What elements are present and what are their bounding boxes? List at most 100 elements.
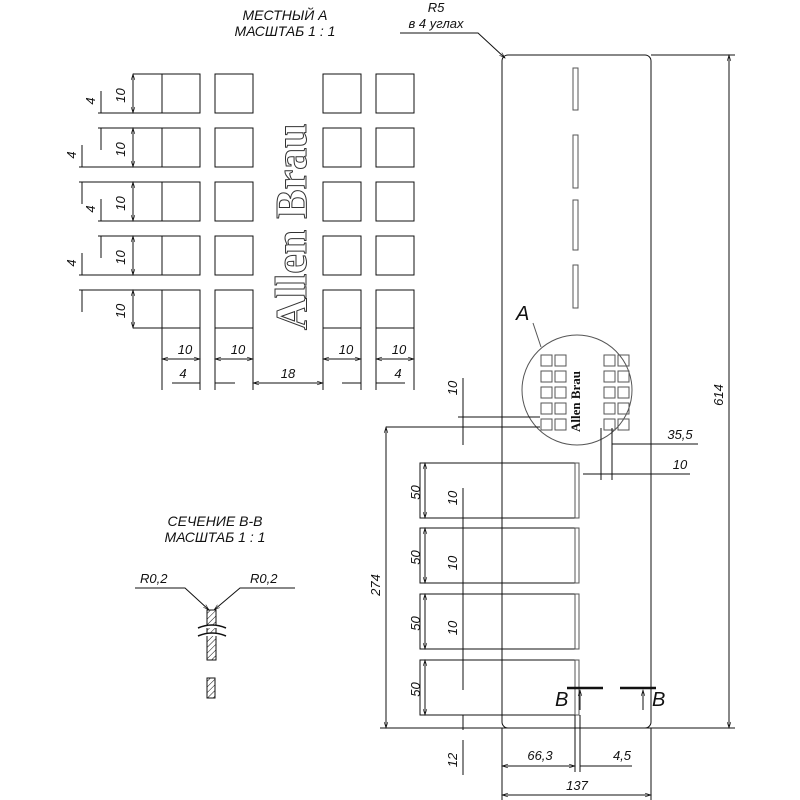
detail-a-callout-circle bbox=[521, 334, 633, 446]
mini-square bbox=[540, 386, 553, 399]
detail-a: МЕСТНЫЙ А МАСШТАБ 1 : 1 Allen Brau 10 10 1… bbox=[64, 6, 414, 390]
cutout-edge bbox=[574, 462, 580, 519]
vertical-slot bbox=[572, 264, 579, 309]
grid-square bbox=[322, 235, 362, 276]
dim-label-grid-width: 10 bbox=[673, 457, 688, 472]
dim-label-left-offset: 66,3 bbox=[527, 748, 553, 763]
dim-label-row-height: 10 bbox=[113, 196, 128, 211]
dim-label-top-gap: 10 bbox=[445, 380, 460, 395]
grid-square bbox=[214, 289, 254, 329]
extension-line bbox=[600, 428, 613, 480]
grid-square bbox=[375, 235, 415, 276]
dim-label-slot-height: 50 bbox=[408, 485, 423, 500]
cutout-rect bbox=[419, 593, 580, 650]
dim-label-center-gap: 18 bbox=[281, 366, 296, 381]
mini-square bbox=[540, 370, 553, 383]
corner-leader bbox=[400, 32, 505, 58]
leader-left bbox=[135, 587, 209, 610]
dim-label-row-height: 10 bbox=[113, 250, 128, 265]
callout-leader bbox=[532, 322, 542, 348]
mini-square bbox=[540, 418, 553, 431]
mini-brand-text: Allen Brau bbox=[568, 371, 583, 432]
grid-square bbox=[161, 181, 201, 222]
plate-view: R5 в 4 углах Allen Brau A B B 5050505010… bbox=[368, 0, 735, 800]
section-mark-left: B bbox=[555, 689, 568, 711]
dim-label-width: 137 bbox=[566, 778, 588, 793]
plate-slots bbox=[572, 67, 579, 309]
dim-label-row-gap: 4 bbox=[83, 97, 98, 104]
mini-square bbox=[603, 386, 616, 399]
mini-square bbox=[603, 370, 616, 383]
grid-square bbox=[214, 127, 254, 168]
cutout-rect bbox=[419, 462, 580, 519]
extension-line bbox=[380, 54, 735, 729]
cutout-rect bbox=[419, 527, 580, 584]
mini-square bbox=[540, 354, 553, 367]
dim-label-col-width: 10 bbox=[392, 342, 407, 357]
section-scale: МАСШТАБ 1 : 1 bbox=[165, 529, 266, 545]
dim-label-slot-gap: 10 bbox=[445, 555, 460, 570]
mini-square bbox=[554, 386, 567, 399]
extension-line bbox=[98, 112, 133, 129]
grid-square bbox=[214, 235, 254, 276]
dim-label-col-gap-left: 4 bbox=[179, 366, 186, 381]
mini-square bbox=[554, 354, 567, 367]
section-profile-small bbox=[206, 677, 216, 699]
dim-label-row-gap: 4 bbox=[83, 205, 98, 212]
grid-square bbox=[161, 127, 201, 168]
dim-label-slot-height: 50 bbox=[408, 616, 423, 631]
radius-right-label: R0,2 bbox=[250, 571, 278, 586]
extension-line bbox=[79, 274, 133, 291]
mini-square bbox=[554, 402, 567, 415]
extension-line bbox=[133, 235, 162, 276]
mini-square bbox=[617, 386, 630, 399]
extension-line bbox=[79, 166, 133, 183]
brand-logo-text: Allen Brau bbox=[267, 123, 316, 330]
mini-square bbox=[554, 370, 567, 383]
mini-square bbox=[540, 402, 553, 415]
detail-a-grid bbox=[161, 73, 415, 329]
vertical-slot bbox=[572, 67, 579, 111]
grid-square bbox=[322, 289, 362, 329]
detail-a-title: МЕСТНЫЙ А bbox=[243, 6, 328, 23]
mini-square bbox=[603, 418, 616, 431]
extension-line bbox=[133, 73, 162, 114]
extension-line bbox=[98, 220, 133, 237]
dim-label-row-height: 10 bbox=[113, 303, 128, 318]
dim-label-height: 614 bbox=[711, 384, 726, 406]
grid-square bbox=[322, 73, 362, 114]
section-mark-right: B bbox=[652, 689, 665, 711]
cutout-edge bbox=[574, 593, 580, 650]
grid-square bbox=[375, 73, 415, 114]
leader-right bbox=[214, 587, 295, 610]
grid-square bbox=[322, 127, 362, 168]
grid-square bbox=[375, 127, 415, 168]
dim-label-row-height: 10 bbox=[113, 142, 128, 157]
section-title: СЕЧЕНИЕ В-В bbox=[168, 513, 263, 529]
mini-square bbox=[617, 354, 630, 367]
dim-label-row-gap: 4 bbox=[64, 259, 79, 266]
dim-label-row-height: 10 bbox=[113, 88, 128, 103]
mini-square bbox=[603, 354, 616, 367]
vertical-slot bbox=[572, 199, 579, 251]
vertical-slot bbox=[572, 134, 579, 189]
corner-note: в 4 углах bbox=[408, 16, 464, 31]
detail-a-scale: МАСШТАБ 1 : 1 bbox=[235, 23, 336, 39]
break-mark bbox=[197, 624, 227, 637]
cutout-edge bbox=[574, 527, 580, 584]
grid-square bbox=[214, 73, 254, 114]
corner-radius-label: R5 bbox=[428, 0, 445, 15]
extension-line bbox=[133, 127, 162, 168]
grid-square bbox=[161, 73, 201, 114]
dim-label-col-width: 10 bbox=[178, 342, 193, 357]
dim-label-bottom-block: 274 bbox=[368, 574, 383, 597]
dim-label-offset-right: 35,5 bbox=[667, 427, 693, 442]
mini-square bbox=[617, 370, 630, 383]
grid-square bbox=[161, 289, 201, 329]
dim-label-slot-height: 50 bbox=[408, 682, 423, 697]
mini-square bbox=[554, 418, 567, 431]
radius-left-label: R0,2 bbox=[140, 571, 168, 586]
